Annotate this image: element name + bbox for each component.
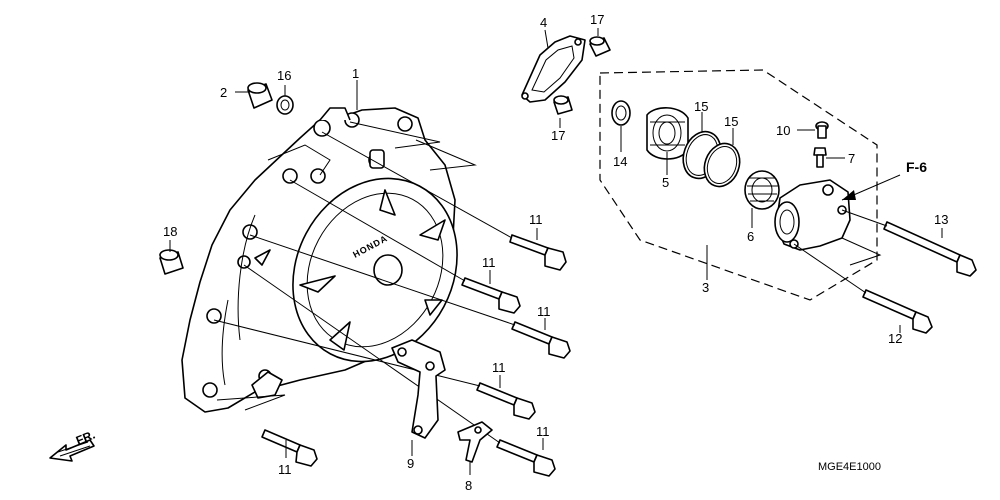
bolt-11-f [261,429,318,467]
dowel-17-top [589,36,611,57]
oil-seal-14 [611,100,631,126]
mechanical-seal-5 [646,107,689,160]
callout-11-c: 11 [537,304,551,319]
bolt-11-a [509,234,567,271]
callout-17-bottom: 17 [551,128,565,143]
o-ring-16 [276,95,294,115]
front-direction-arrow [49,439,95,462]
callout-13: 13 [934,212,948,227]
callout-2: 2 [220,85,227,100]
bolt-11-e [496,439,556,477]
bolt-11-c [511,321,571,359]
callout-17-top: 17 [590,12,604,27]
callout-18: 18 [163,224,177,239]
callout-11-d: 11 [492,360,506,375]
front-label: FR. [74,428,97,448]
washer-7 [813,147,827,168]
bolt-13 [883,221,977,277]
reference-arrow [841,174,901,201]
callout-1: 1 [352,66,359,81]
bleed-screw-10 [815,121,829,139]
callout-8: 8 [465,478,472,493]
impeller-6 [744,170,780,210]
dowel-17-bottom [553,95,573,115]
callout-6: 6 [747,229,754,244]
bracket-9 [391,339,446,439]
bolt-11-d [476,382,536,420]
drawing-code: MGE4E1000 [818,461,881,473]
callout-3: 3 [702,280,709,295]
leader-lines [169,28,943,475]
o-ring-15-b [703,142,741,188]
callout-12: 12 [888,331,902,346]
callout-11-f: 11 [278,462,292,477]
bolt-12 [862,289,933,334]
callout-15-b: 15 [724,114,738,129]
pump-housing [774,179,882,266]
reference-label: F-6 [906,159,927,175]
water-pump-assembly-3 [599,69,878,301]
callout-9: 9 [407,456,414,471]
dowel-pin-18 [159,249,184,275]
callout-5: 5 [662,175,669,190]
callout-7: 7 [848,151,855,166]
callout-11-a: 11 [529,212,543,227]
callout-15-a: 15 [694,99,708,114]
callout-14: 14 [613,154,627,169]
gasket-4 [521,35,586,103]
callout-10: 10 [776,123,790,138]
clip-8 [457,421,493,463]
callout-4: 4 [540,15,547,30]
dowel-collar-2 [247,82,273,109]
callout-11-b: 11 [482,255,496,270]
callout-11-e: 11 [536,424,550,439]
bolt-11-b [461,277,521,314]
callout-16: 16 [277,68,291,83]
